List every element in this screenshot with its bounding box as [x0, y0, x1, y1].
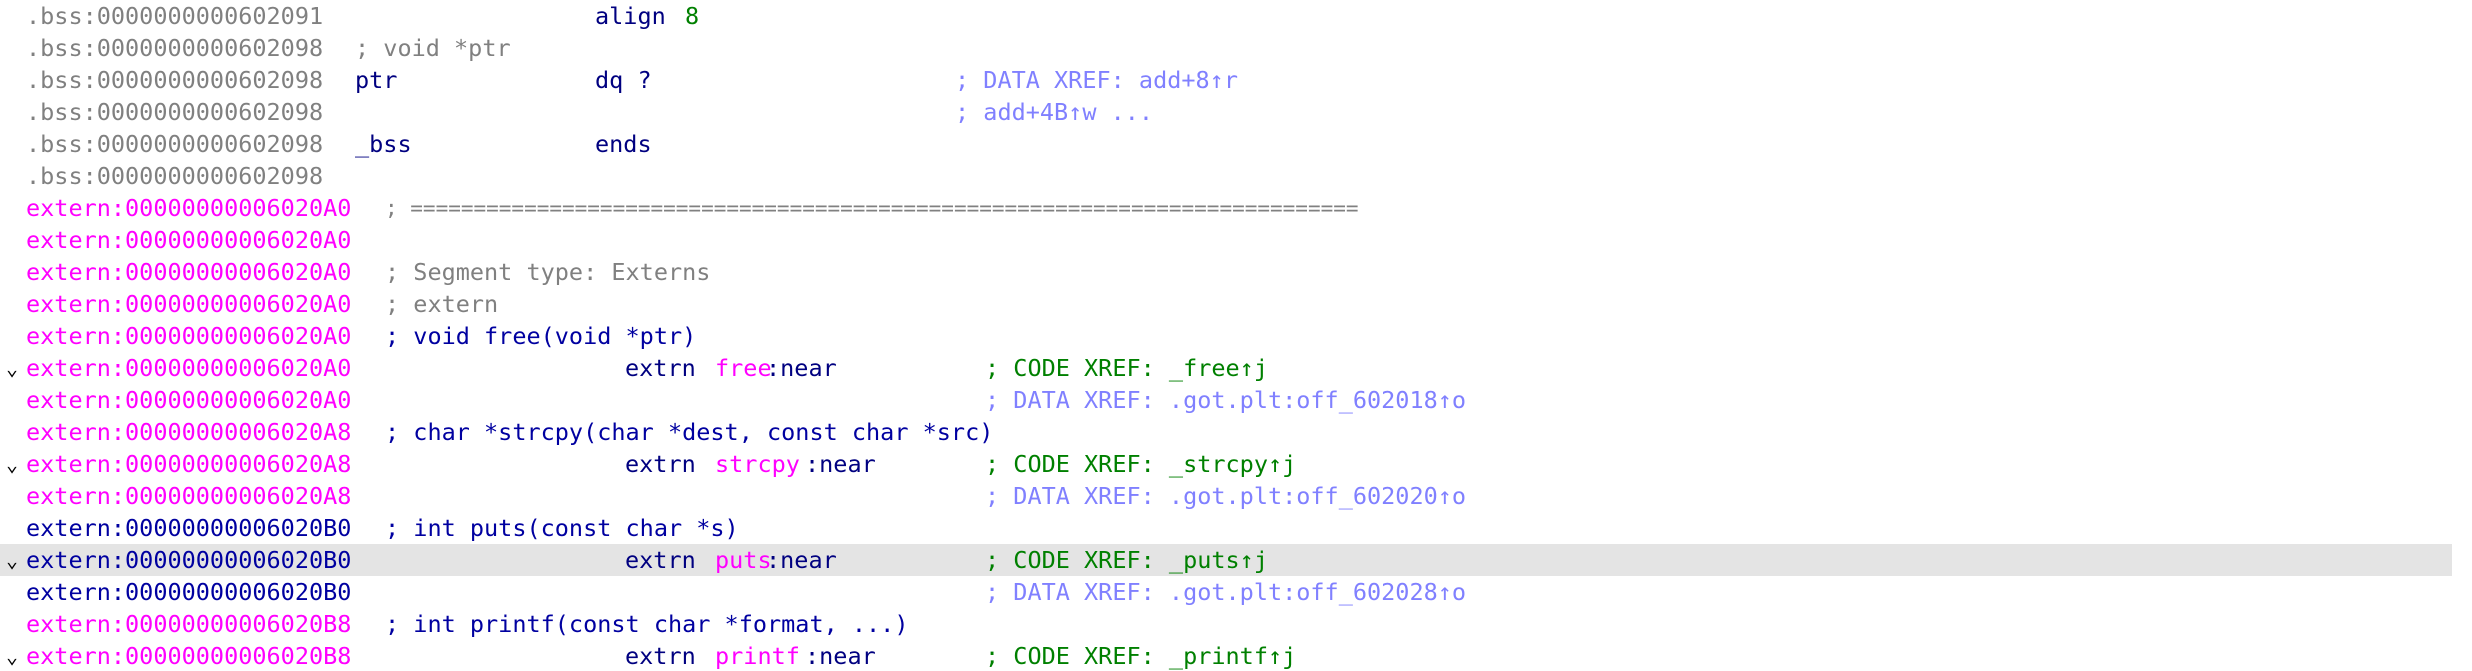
line-address[interactable]: extern:00000000006020B0: [26, 578, 352, 606]
listing-line-current[interactable]: ⌄ extern:00000000006020B0 extrn puts :ne…: [0, 544, 2452, 576]
line-address[interactable]: extern:00000000006020A0: [26, 386, 352, 414]
line-mnemonic[interactable]: dq ?: [595, 66, 652, 94]
import-name[interactable]: puts: [715, 546, 772, 574]
code-xref-comment[interactable]: ; CODE XREF: _printf↑j: [985, 642, 1297, 670]
import-name[interactable]: printf: [715, 642, 800, 670]
line-address[interactable]: extern:00000000006020A0: [26, 290, 352, 318]
listing-line[interactable]: ⌄ extern:00000000006020A8 extrn strcpy :…: [0, 448, 2452, 480]
listing-line[interactable]: extern:00000000006020A8 ; char *strcpy(c…: [0, 416, 2452, 448]
collapse-chevron-icon[interactable]: ⌄: [6, 356, 19, 380]
line-address[interactable]: .bss:0000000000602098: [26, 98, 324, 126]
near-suffix: :near: [805, 450, 876, 478]
line-address[interactable]: extern:00000000006020A0: [26, 322, 352, 350]
data-xref-comment[interactable]: ; add+4B↑w ...: [955, 98, 1154, 126]
line-address[interactable]: .bss:0000000000602098: [26, 66, 324, 94]
segment-name[interactable]: _bss: [355, 130, 412, 158]
line-address[interactable]: .bss:0000000000602098: [26, 162, 324, 190]
listing-line[interactable]: extern:00000000006020A0 ; void free(void…: [0, 320, 2452, 352]
extrn-directive[interactable]: extrn: [625, 354, 696, 382]
listing-line[interactable]: extern:00000000006020A0: [0, 224, 2452, 256]
function-prototype: ; void free(void *ptr): [385, 322, 697, 350]
listing-line[interactable]: extern:00000000006020B0 ; int puts(const…: [0, 512, 2452, 544]
import-name[interactable]: free: [715, 354, 772, 382]
line-address[interactable]: extern:00000000006020B8: [26, 610, 352, 638]
listing-line[interactable]: .bss:0000000000602098 ; void *ptr: [0, 32, 2452, 64]
listing-line[interactable]: .bss:0000000000602098: [0, 160, 2452, 192]
line-address[interactable]: extern:00000000006020A8: [26, 450, 352, 478]
listing-line[interactable]: extern:00000000006020A8 ; DATA XREF: .go…: [0, 480, 2452, 512]
extrn-directive[interactable]: extrn: [625, 642, 696, 670]
line-address[interactable]: .bss:0000000000602091: [26, 2, 324, 30]
listing-line[interactable]: .bss:0000000000602091 align 8: [0, 0, 2452, 32]
line-address[interactable]: .bss:0000000000602098: [26, 130, 324, 158]
near-suffix: :near: [766, 354, 837, 382]
line-operand[interactable]: 8: [685, 2, 700, 30]
function-prototype: ; int puts(const char *s): [385, 514, 739, 542]
data-xref-comment[interactable]: ; DATA XREF: .got.plt:off_602028↑o: [985, 578, 1467, 606]
listing-line[interactable]: extern:00000000006020A0 ; ==============…: [0, 192, 2452, 224]
collapse-chevron-icon[interactable]: ⌄: [6, 644, 19, 668]
extrn-directive[interactable]: extrn: [625, 450, 696, 478]
function-prototype: ; char *strcpy(char *dest, const char *s…: [385, 418, 994, 446]
listing-line[interactable]: .bss:0000000000602098 ptr dq ? ; DATA XR…: [0, 64, 2452, 96]
line-address[interactable]: extern:00000000006020A0: [26, 226, 352, 254]
extrn-directive[interactable]: extrn: [625, 546, 696, 574]
listing-line[interactable]: ⌄ extern:00000000006020A0 extrn free :ne…: [0, 352, 2452, 384]
line-address[interactable]: extern:00000000006020A0: [26, 258, 352, 286]
line-comment: ; extern: [385, 290, 499, 318]
line-address[interactable]: extern:00000000006020A8: [26, 482, 352, 510]
listing-line[interactable]: extern:00000000006020A0 ; Segment type: …: [0, 256, 2452, 288]
line-address[interactable]: extern:00000000006020B8: [26, 642, 352, 670]
line-comment: ; void *ptr: [355, 34, 511, 62]
near-suffix: :near: [805, 642, 876, 670]
function-prototype: ; int printf(const char *format, ...): [385, 610, 909, 638]
listing-line[interactable]: ⌄ extern:00000000006020B8 extrn printf :…: [0, 640, 2452, 671]
line-address[interactable]: extern:00000000006020A0: [26, 194, 352, 222]
listing-line[interactable]: .bss:0000000000602098 _bss ends: [0, 128, 2452, 160]
line-address[interactable]: extern:00000000006020A0: [26, 354, 352, 382]
line-comment: ; Segment type: Externs: [385, 258, 711, 286]
code-xref-comment[interactable]: ; CODE XREF: _strcpy↑j: [985, 450, 1297, 478]
code-xref-comment[interactable]: ; CODE XREF: _puts↑j: [985, 546, 1268, 574]
collapse-chevron-icon[interactable]: ⌄: [6, 452, 19, 476]
listing-line[interactable]: extern:00000000006020A0 ; extern: [0, 288, 2452, 320]
data-xref-comment[interactable]: ; DATA XREF: add+8↑r: [955, 66, 1238, 94]
code-xref-comment[interactable]: ; CODE XREF: _free↑j: [985, 354, 1268, 382]
line-address[interactable]: extern:00000000006020B0: [26, 514, 352, 542]
listing-line[interactable]: extern:00000000006020B8 ; int printf(con…: [0, 608, 2452, 640]
line-address[interactable]: extern:00000000006020B0: [26, 546, 352, 574]
listing-line[interactable]: extern:00000000006020A0 ; DATA XREF: .go…: [0, 384, 2452, 416]
listing-line[interactable]: .bss:0000000000602098 ; add+4B↑w ...: [0, 96, 2452, 128]
data-xref-comment[interactable]: ; DATA XREF: .got.plt:off_602018↑o: [985, 386, 1467, 414]
separator-comment: ; ======================================…: [385, 196, 1359, 220]
line-address[interactable]: extern:00000000006020A8: [26, 418, 352, 446]
listing-line[interactable]: extern:00000000006020B0 ; DATA XREF: .go…: [0, 576, 2452, 608]
line-mnemonic[interactable]: align: [595, 2, 666, 30]
line-mnemonic[interactable]: ends: [595, 130, 652, 158]
import-name[interactable]: strcpy: [715, 450, 800, 478]
data-xref-comment[interactable]: ; DATA XREF: .got.plt:off_602020↑o: [985, 482, 1467, 510]
line-address[interactable]: .bss:0000000000602098: [26, 34, 324, 62]
symbol-name[interactable]: ptr: [355, 66, 398, 94]
collapse-chevron-icon[interactable]: ⌄: [6, 548, 19, 572]
near-suffix: :near: [766, 546, 837, 574]
